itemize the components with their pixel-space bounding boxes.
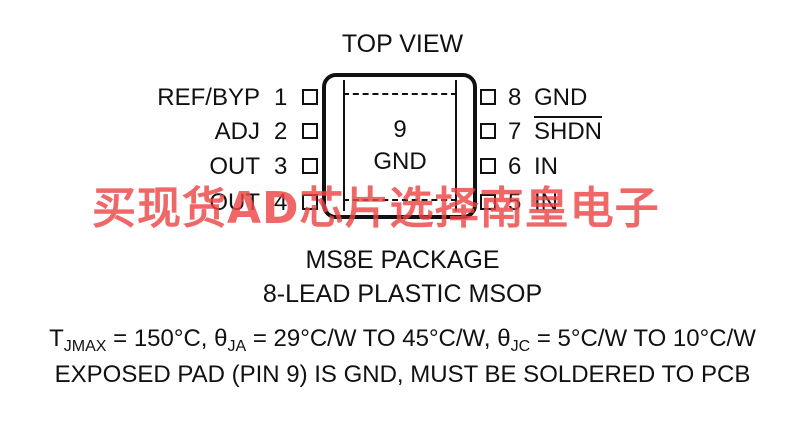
package-name: MS8E PACKAGE — [305, 246, 500, 274]
tjmax-value: = 150°C, — [106, 325, 215, 352]
exposed-pad-dash-top — [343, 93, 457, 95]
exposed-pad-dash-bottom — [343, 199, 457, 201]
pin-7-number: 7 — [508, 118, 522, 145]
pin-7-name: SHDN — [534, 118, 603, 145]
theta-jc-subscript: JC — [510, 338, 531, 355]
pin-1-name: REF/BYP — [157, 84, 260, 111]
pin-6-pad — [480, 158, 496, 174]
tjmax-subscript: JMAX — [63, 338, 107, 355]
pin-5-pad — [480, 194, 496, 210]
pin-5-number: 5 — [508, 189, 522, 216]
theta-jc-value: = 5°C/W TO 10°C/W — [530, 325, 756, 352]
pin-1-pad — [302, 89, 318, 105]
pin-6-name: IN — [534, 153, 558, 180]
exposed-pad-number: 9 — [393, 116, 407, 143]
theta-ja-value: = 29°C/W TO 45°C/W, — [246, 325, 498, 352]
pin-3-pad — [302, 158, 318, 174]
watermark-text: 买现货AD芯片选择南皇电子 — [92, 183, 660, 234]
pin-4-pad — [302, 194, 318, 210]
exposed-pad-outline — [343, 80, 457, 211]
theta-jc-symbol: θ — [497, 325, 511, 352]
package-outline — [322, 73, 477, 219]
pin-2-number: 2 — [274, 118, 288, 145]
view-title: TOP VIEW — [341, 30, 464, 58]
exposed-pad-note: EXPOSED PAD (PIN 9) IS GND, MUST BE SOLD… — [54, 361, 751, 388]
pin-5-name: IN — [534, 189, 558, 216]
theta-ja-subscript: JA — [227, 338, 247, 355]
pin-4-name: OUT — [209, 189, 260, 216]
pin-1-number: 1 — [274, 84, 288, 111]
exposed-pad-name: GND — [373, 148, 427, 175]
pin-2-name: ADJ — [214, 118, 260, 145]
pin-3-name: OUT — [209, 153, 260, 180]
tjmax-symbol: T — [49, 325, 64, 352]
pin-6-number: 6 — [508, 153, 522, 180]
pin-3-number: 3 — [274, 153, 288, 180]
thermal-specs: TJMAX = 150°C, θJA = 29°C/W TO 45°C/W, θ… — [0, 325, 805, 356]
theta-ja-symbol: θ — [214, 325, 228, 352]
pin-8-pad — [480, 89, 496, 105]
pin-4-number: 4 — [274, 189, 288, 216]
pin-8-number: 8 — [508, 84, 522, 111]
pin-2-pad — [302, 123, 318, 139]
pin-7-pad — [480, 123, 496, 139]
pin-8-name: GND — [534, 84, 588, 111]
package-description: 8-LEAD PLASTIC MSOP — [262, 280, 543, 308]
